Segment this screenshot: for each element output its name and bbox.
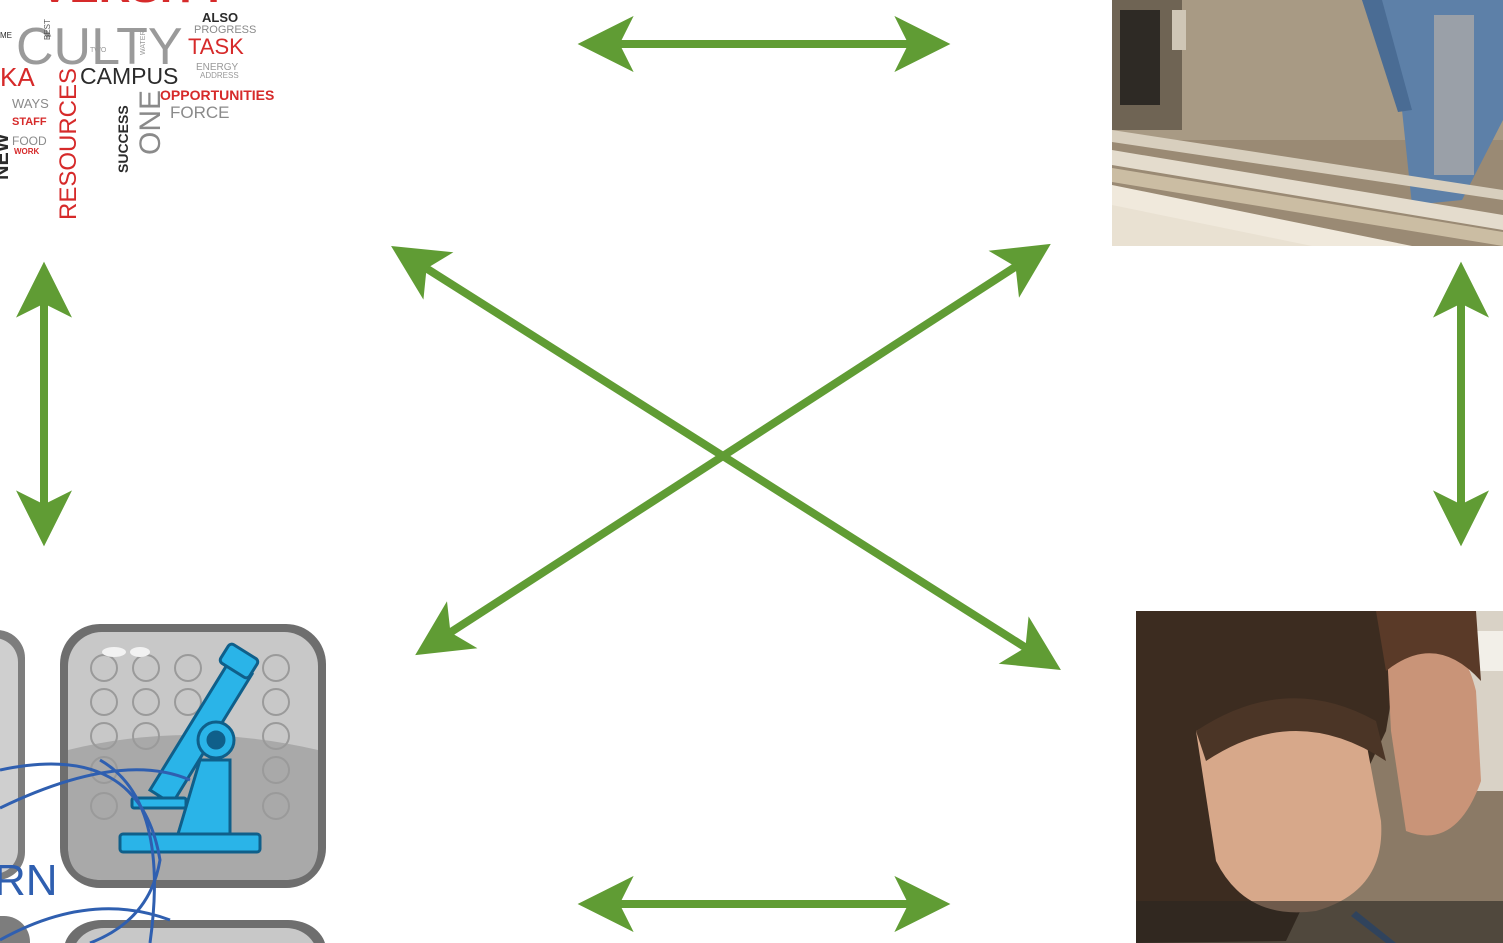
microscope-icon [60,624,326,888]
word-opportunities: OPPORTUNITIES [160,87,274,103]
word-also: ALSO [202,10,238,25]
research-icons-group: RN [0,624,326,943]
word-progress: PROGRESS [194,24,256,36]
word-food: FOOD [12,134,47,148]
word-campus: CAMPUS [80,63,178,89]
word-staff: STAFF [12,116,47,128]
left-app-tile-icon [0,630,25,880]
word-success: SUCCESS [115,105,131,173]
word-force: FORCE [170,103,230,122]
cern-logo-text: RN [0,856,58,905]
word-ka: KA [0,62,35,92]
students-photo [1136,611,1503,943]
word-best: BEST [43,19,52,40]
word-work: WORK [14,147,40,156]
word-energy: ENERGY [196,62,239,73]
word-resources: RESOURCES [55,68,82,220]
word-task: TASK [188,34,244,59]
word-one: ONE [134,90,167,155]
word-ways: WAYS [12,96,49,111]
diagonal-arrow-ne-sw [415,243,1051,656]
word-new: NEW [0,133,13,180]
cern-logo-icon: RN [0,758,191,943]
word-water: WATER [140,31,147,56]
word-address: ADDRESS [200,71,239,80]
word-two: TWO [90,47,107,54]
word-culty: CULTY [16,18,183,76]
word-versity: VERSITY [40,0,228,12]
word-me: ME [0,31,12,40]
lecture-hall-photo [1112,0,1503,246]
word-cloud-image: VERSITY ME CULTY BEST TWO WATER ALSO PRO… [0,0,274,220]
